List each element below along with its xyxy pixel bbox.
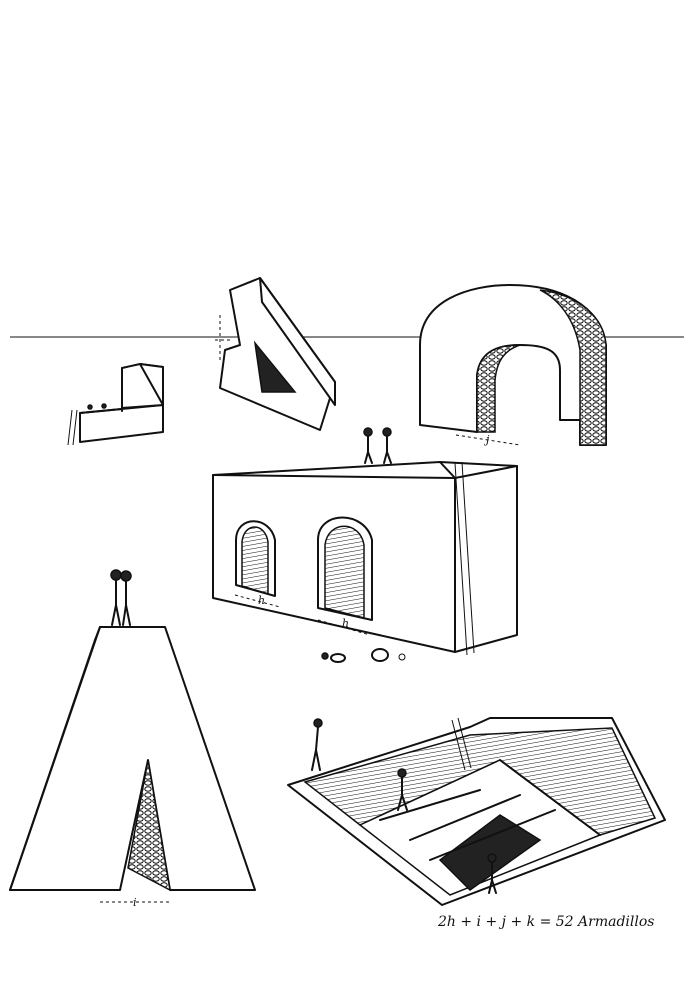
label-h-first-arch: h xyxy=(258,594,265,607)
equation-caption: 2h + i + j + k = 52 Armadillos xyxy=(438,914,655,930)
excavation-pit xyxy=(287,717,666,906)
figures-on-block xyxy=(363,427,392,464)
label-j-arch: j xyxy=(483,433,490,446)
wedge-monolith xyxy=(9,569,256,903)
arched-block xyxy=(212,461,518,656)
tilted-triangle-slab xyxy=(215,277,336,431)
l-shaped-block xyxy=(67,363,164,446)
label-i-wedge: i xyxy=(133,896,137,909)
label-h-second-arch: h xyxy=(342,617,349,630)
stone-arch xyxy=(419,284,607,446)
ground-figures xyxy=(321,648,406,663)
